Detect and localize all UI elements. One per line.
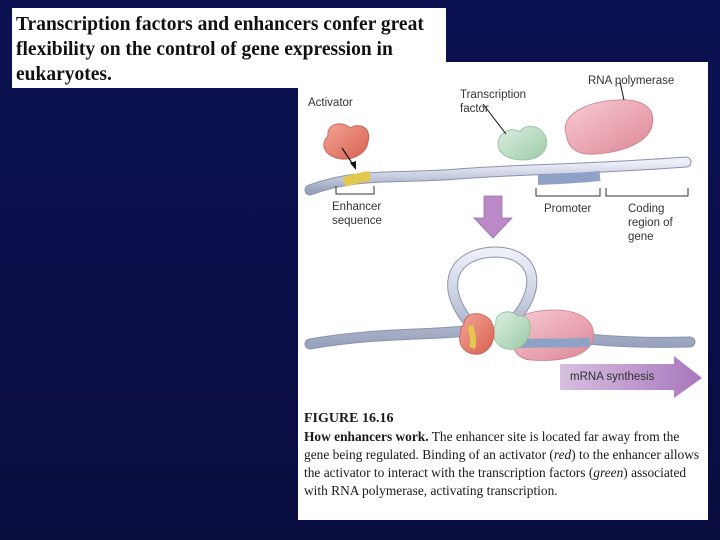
- caption-green-word: green: [593, 465, 623, 480]
- caption-red-word: red: [554, 447, 571, 462]
- label-activator: Activator: [308, 96, 353, 110]
- label-transcription-factor: Transcription factor: [460, 88, 544, 116]
- figure-number: FIGURE 16.16: [304, 410, 704, 428]
- enhancer-sequence: [344, 176, 370, 182]
- label-mrna-synthesis: mRNA synthesis: [570, 370, 654, 384]
- label-promoter: Promoter: [544, 202, 591, 216]
- promoter-bracket: [536, 188, 600, 196]
- label-rna-polymerase: RNA polymerase: [588, 74, 674, 88]
- coding-region-bracket: [606, 188, 688, 196]
- promoter-region: [538, 176, 600, 180]
- caption-text: How enhancers work. The enhancer site is…: [304, 429, 699, 498]
- bound-activator: [460, 314, 494, 355]
- transcription-factor-protein: [498, 126, 547, 160]
- enhancer-bracket: [336, 186, 374, 194]
- rna-polymerase-protein: [565, 100, 653, 154]
- transition-arrow-icon: [474, 196, 512, 238]
- figure-caption: FIGURE 16.16 How enhancers work. The enh…: [304, 410, 704, 500]
- bound-transcription-factor: [493, 312, 530, 350]
- label-coding-region: Coding region of gene: [628, 202, 688, 244]
- label-enhancer-sequence: Enhancer sequence: [332, 200, 402, 228]
- figure-panel: Activator Transcription factor RNA polym…: [298, 62, 708, 520]
- caption-lead: How enhancers work.: [304, 429, 429, 444]
